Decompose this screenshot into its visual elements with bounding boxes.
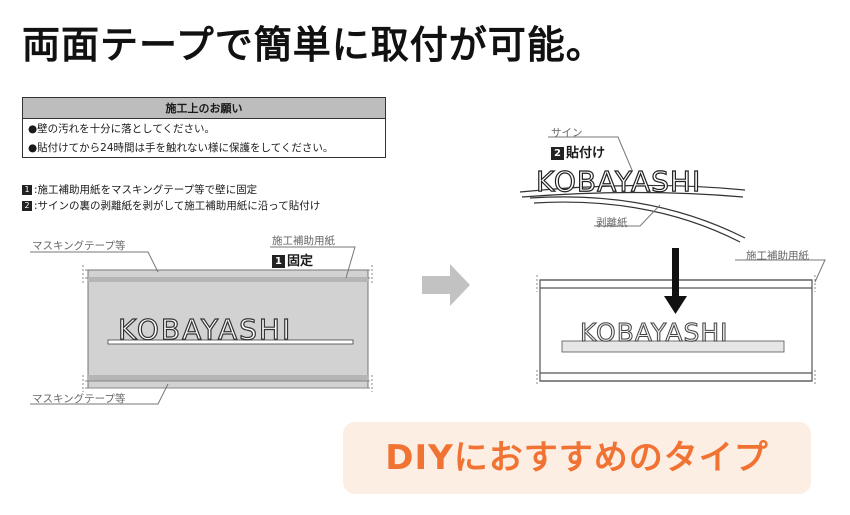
- logo-left: KOBAYASHI: [117, 312, 293, 346]
- step-number-badge: 1: [22, 185, 32, 195]
- masking-tape-label-bottom: マスキングテープ等: [32, 393, 126, 405]
- diy-badge-text: DIYにおすすめのタイプ: [385, 438, 769, 478]
- notice-line: ●壁の汚れを十分に落としてください。: [28, 123, 216, 135]
- notice-box: 施工上のお願い ●壁の汚れを十分に落としてください。 ●貼付けてから24時間は手…: [22, 97, 386, 158]
- paper-label-left: 施工補助用紙: [272, 235, 335, 247]
- step-2: 2:サインの裏の剥離紙を剥がして施工補助用紙に沿って貼付け: [22, 198, 320, 213]
- arrow-right-icon: [422, 264, 470, 306]
- step-text: :サインの裏の剥離紙を剥がして施工補助用紙に沿って貼付け: [34, 200, 321, 212]
- release-paper-label: 剥離紙: [596, 217, 628, 229]
- logo-right: KOBAYASHI: [580, 318, 729, 348]
- diy-badge: [343, 422, 811, 494]
- fix-tag-text: 固定: [287, 254, 314, 269]
- page-headline: 両面テープで簡単に取付が可能。: [22, 23, 605, 67]
- sign-label: サイン: [551, 127, 583, 139]
- notice-line: ●貼付けてから24時間は手を触れない様に保護をしてください。: [28, 142, 334, 154]
- left-installation-figure: [30, 246, 373, 405]
- masking-tape-label-top: マスキングテープ等: [32, 240, 126, 252]
- notice-title: 施工上のお願い: [23, 98, 385, 119]
- arrow-down-icon: [664, 248, 687, 314]
- step-1: 1:施工補助用紙をマスキングテープ等で壁に固定: [22, 182, 257, 197]
- step-text: :施工補助用紙をマスキングテープ等で壁に固定: [34, 184, 258, 196]
- paper-label-right: 施工補助用紙: [746, 250, 809, 262]
- logo-peeling: KOBAYASHI: [535, 164, 702, 198]
- step-number-badge: 1: [272, 255, 285, 268]
- step-number-badge: 2: [22, 201, 32, 211]
- step-number-badge: 2: [551, 147, 564, 160]
- paste-tag-text: 貼付け: [566, 146, 606, 161]
